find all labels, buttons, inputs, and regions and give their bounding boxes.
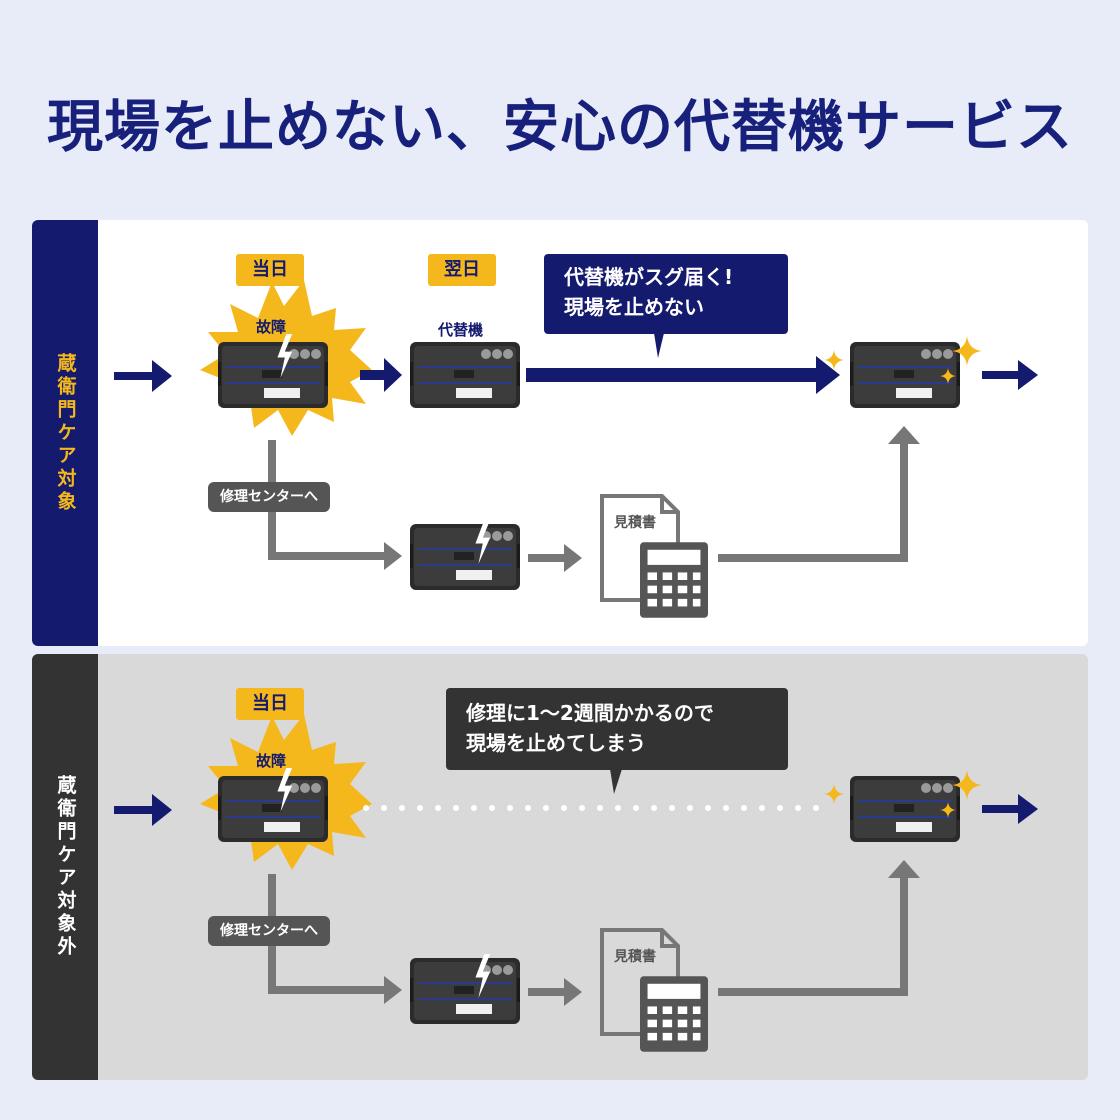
arrow-right-icon bbox=[528, 544, 582, 572]
not-covered-speech-bubble bbox=[446, 688, 788, 794]
arrow-right-icon bbox=[982, 794, 1038, 824]
replacement-label: 代替機 bbox=[438, 321, 484, 339]
return-flow-arrow bbox=[718, 860, 920, 996]
bubble-line-1: 代替機がスグ届く! bbox=[564, 265, 734, 289]
covered-panel: 蔵衛門ケア対象 bbox=[32, 220, 1088, 646]
tablet-icon bbox=[218, 342, 328, 408]
day-badge-today: 当日 bbox=[236, 688, 304, 720]
tablet-icon bbox=[850, 342, 960, 408]
covered-side-text: 蔵衛門ケア対象 bbox=[54, 352, 77, 514]
sparkle-icon bbox=[824, 784, 844, 804]
estimate-label: 見積書 bbox=[614, 949, 656, 965]
tablet-icon bbox=[410, 524, 520, 590]
covered-speech-bubble bbox=[544, 254, 788, 358]
bubble-line-2: 現場を止めてしまう bbox=[466, 731, 646, 755]
tablet-icon bbox=[218, 776, 328, 842]
calculator-icon bbox=[640, 976, 708, 1052]
broken-label: 故障 bbox=[256, 752, 287, 770]
arrow-right-icon bbox=[360, 358, 402, 392]
bubble-line-2: 現場を止めない bbox=[564, 295, 704, 319]
broken-label: 故障 bbox=[256, 318, 287, 336]
arrow-right-icon bbox=[114, 360, 172, 392]
arrow-right-icon bbox=[982, 360, 1038, 390]
tablet-icon bbox=[410, 958, 520, 1024]
repair-center-label: 修理センターへ bbox=[208, 482, 330, 512]
estimate-label: 見積書 bbox=[614, 515, 656, 531]
not-covered-side-label: 蔵衛門ケア対象外 bbox=[32, 654, 98, 1080]
day-badge-today: 当日 bbox=[236, 254, 304, 286]
covered-side-label: 蔵衛門ケア対象 bbox=[32, 220, 98, 646]
day-badge-next: 翌日 bbox=[428, 254, 496, 286]
arrow-right-icon bbox=[528, 978, 582, 1006]
calculator-icon bbox=[640, 542, 708, 618]
not-covered-side-text: 蔵衛門ケア対象外 bbox=[54, 775, 77, 959]
not-covered-panel: 蔵衛門ケア対象外 bbox=[32, 654, 1088, 1080]
bubble-line-1: 修理に1〜2週間かかるので bbox=[466, 701, 714, 725]
repair-center-label: 修理センターへ bbox=[208, 916, 330, 946]
arrow-right-icon bbox=[114, 794, 172, 826]
tablet-icon bbox=[410, 342, 520, 408]
arrow-right-icon bbox=[526, 356, 840, 394]
return-flow-arrow bbox=[718, 426, 920, 562]
page-title: 現場を止めない、安心の代替機サービス bbox=[47, 95, 1073, 160]
tablet-icon bbox=[850, 776, 960, 842]
